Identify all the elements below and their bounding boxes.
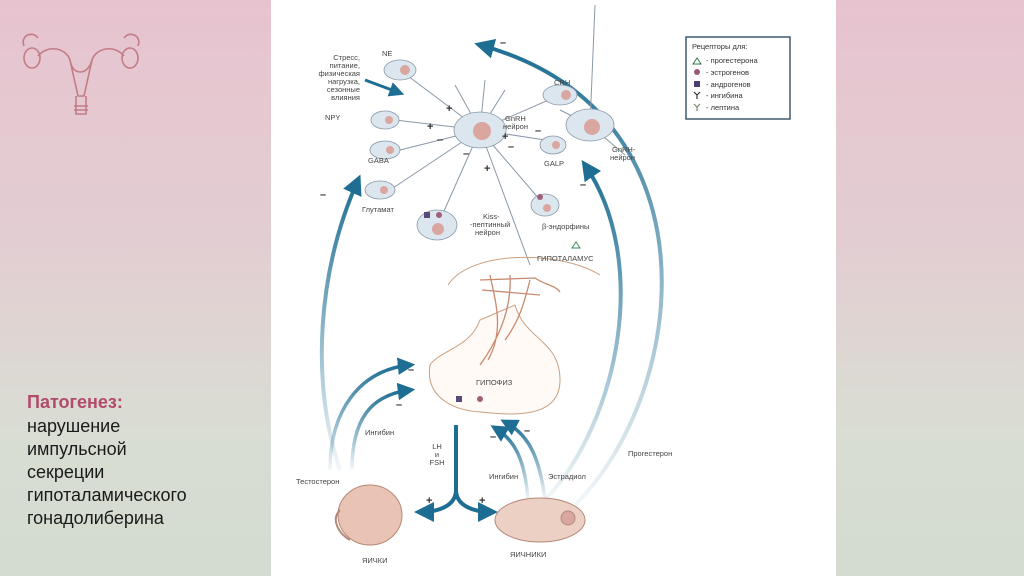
progesterone-feedback-arrow bbox=[474, 39, 664, 507]
hpg-axis-diagram: Рецепторы для: - прогестерона - эстроген… bbox=[296, 4, 791, 565]
caption-line: секреции bbox=[27, 462, 105, 482]
sign-minus: – bbox=[535, 125, 541, 137]
kiss-label: нейрон bbox=[475, 228, 500, 237]
triangle-icon bbox=[692, 57, 702, 65]
sign-plus: + bbox=[427, 121, 433, 133]
legend-label: - прогестерона bbox=[706, 56, 758, 65]
caption-line: гипоталамического bbox=[27, 485, 187, 505]
caption: Патогенез: нарушение импульсной секреции… bbox=[27, 392, 257, 530]
caption-line: нарушение bbox=[27, 416, 121, 436]
ovaries-illustration bbox=[494, 497, 586, 543]
sign-minus: – bbox=[580, 179, 586, 191]
stress-arrow bbox=[364, 78, 405, 97]
legend-title: Рецепторы для: bbox=[692, 42, 747, 51]
npy-label: NPY bbox=[325, 113, 340, 122]
legend-label: - андрогенов bbox=[706, 80, 751, 89]
testosterone-feedback-arrow bbox=[319, 174, 362, 471]
estradiol-label: Эстрадиол bbox=[548, 472, 586, 481]
sign-minus: – bbox=[463, 148, 469, 160]
androgen-receptor bbox=[456, 396, 462, 402]
crh-neuron bbox=[542, 84, 578, 106]
gnrh-right-label: нейрон bbox=[610, 153, 635, 162]
inhibin-left-label: Ингибин bbox=[365, 428, 394, 437]
sign-minus: – bbox=[490, 431, 496, 443]
lh-fsh-label: и bbox=[435, 450, 439, 459]
sign-plus: + bbox=[446, 103, 452, 115]
testosterone-pituitary-arrow bbox=[328, 357, 416, 471]
lh-fsh-label: FSH bbox=[430, 458, 445, 467]
lh-fsh-label: LH bbox=[432, 442, 442, 451]
stress-label: физическая bbox=[319, 69, 361, 78]
sign-minus: – bbox=[408, 364, 414, 376]
gaba-neuron bbox=[369, 140, 401, 160]
gnrh-main-label: GnRH bbox=[505, 114, 526, 123]
androgen-receptor bbox=[424, 212, 430, 218]
stress-label: питание, bbox=[330, 61, 360, 70]
estradiol-feedback-arrow bbox=[543, 160, 623, 502]
legend-box bbox=[685, 36, 791, 120]
stress-label: влияния bbox=[331, 93, 360, 102]
gnrh-right-label: GnRH- bbox=[612, 145, 636, 154]
lh-fsh-arrow bbox=[454, 489, 498, 522]
hypothalamus-label: ГИПОТАЛАМУС bbox=[537, 254, 594, 263]
legend-label: - эстрогенов bbox=[706, 68, 749, 77]
progesterone-label: Прогестерон bbox=[628, 449, 672, 458]
kiss-label: Kiss- bbox=[483, 212, 500, 221]
gnrh-main-label: нейрон bbox=[503, 122, 528, 131]
testes-label: ЯИЧКИ bbox=[362, 556, 388, 565]
sign-plus: + bbox=[479, 495, 485, 507]
progesterone-receptor-icon bbox=[571, 241, 581, 249]
gaba-label: GABA bbox=[368, 156, 389, 165]
hypothalamus-outline bbox=[447, 256, 601, 286]
estradiol-pituitary-arrow bbox=[500, 419, 547, 501]
galp-label: GALP bbox=[544, 159, 564, 168]
receptor-y-icon bbox=[693, 91, 701, 99]
ovaries-label: ЯИЧНИКИ bbox=[510, 550, 546, 559]
stress-label: нагрузка, bbox=[328, 77, 360, 86]
sign-minus: – bbox=[320, 189, 326, 201]
receptor-y-icon bbox=[693, 103, 701, 111]
sign-plus: + bbox=[484, 163, 490, 175]
testes-illustration bbox=[337, 484, 403, 546]
sign-minus: – bbox=[500, 37, 506, 49]
caption-line: импульсной bbox=[27, 439, 127, 459]
uterus-icon bbox=[22, 33, 140, 115]
estrogen-receptor bbox=[477, 396, 483, 402]
kiss-label: -пептинный bbox=[470, 220, 510, 229]
sign-minus: – bbox=[524, 425, 530, 437]
testosterone-label: Тестостерон bbox=[296, 477, 339, 486]
pituitary-label: ГИПОФИЗ bbox=[476, 378, 513, 387]
diagram-panel: Рецепторы для: - прогестерона - эстроген… bbox=[271, 0, 836, 576]
sign-minus: – bbox=[508, 141, 514, 153]
stress-label: сезонные bbox=[327, 85, 360, 94]
ne-label: NE bbox=[382, 49, 392, 58]
sign-plus: + bbox=[426, 495, 432, 507]
caption-title: Патогенез: bbox=[27, 392, 123, 412]
endorphin-label: β-эндорфины bbox=[542, 222, 589, 231]
sign-minus: – bbox=[437, 134, 443, 146]
sign-minus: – bbox=[396, 399, 402, 411]
estrogen-receptor bbox=[537, 194, 543, 200]
circle-icon bbox=[694, 69, 700, 75]
square-icon bbox=[694, 81, 700, 87]
glutamate-label: Глутамат bbox=[362, 205, 394, 214]
crh-label: CRH bbox=[554, 78, 570, 87]
inhibin-pituitary-arrow bbox=[350, 382, 416, 471]
stress-label: Стресс, bbox=[333, 53, 360, 62]
pituitary-outline bbox=[428, 304, 561, 415]
legend-label: - ингибина bbox=[706, 91, 743, 100]
sign-plus: + bbox=[502, 131, 508, 143]
legend-label: - лептина bbox=[706, 103, 740, 112]
estrogen-receptor bbox=[436, 212, 442, 218]
caption-line: гонадолиберина bbox=[27, 508, 164, 528]
inhibin-right-label: Ингибин bbox=[489, 472, 518, 481]
